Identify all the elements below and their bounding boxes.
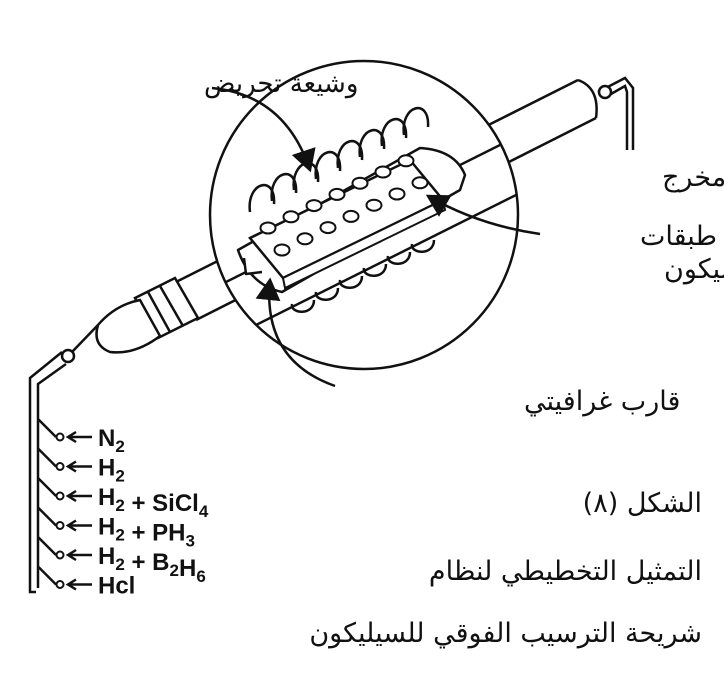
caption-line-2: شريحة الترسيب الفوقي للسيليكون xyxy=(309,618,702,649)
wafer-hole xyxy=(282,210,300,224)
gas-label: N2 xyxy=(98,425,125,456)
inlet-line xyxy=(37,418,57,438)
gas-label: H2 + B2H6 xyxy=(98,543,206,586)
inlet-arrow xyxy=(65,548,92,562)
inlet-nozzle xyxy=(55,521,65,530)
inlet-line xyxy=(37,536,57,556)
tube-flange xyxy=(71,276,200,354)
coil-turn xyxy=(270,172,298,202)
wafer-hole xyxy=(319,221,337,235)
wafer-hole xyxy=(342,209,360,223)
inlet-line xyxy=(37,447,57,468)
wafer-hole xyxy=(305,199,323,213)
leader-lines xyxy=(211,86,541,388)
coil-turn-lower xyxy=(290,299,316,313)
wafer-hole xyxy=(259,221,277,235)
inlet-arrow xyxy=(65,460,92,473)
inlet-line xyxy=(37,506,57,527)
wafer-hole xyxy=(374,165,392,179)
outlet-pipe xyxy=(597,76,635,150)
gas-label: H2 + SiCl4 xyxy=(98,484,209,521)
coil-turn xyxy=(358,128,386,158)
inlet-nozzle xyxy=(55,462,65,471)
coil-label: وشيعة تحريض xyxy=(204,69,358,99)
wafer-hole xyxy=(388,187,406,201)
wafer-hole xyxy=(296,232,314,246)
induction-coil xyxy=(248,106,436,313)
inlet-line xyxy=(37,565,57,586)
gas-label: H2 xyxy=(98,455,125,486)
wafer-hole xyxy=(411,176,429,190)
magnified-view xyxy=(208,59,520,371)
gas-manifold xyxy=(28,348,76,594)
gas-label: H2 + PH3 xyxy=(98,514,195,551)
wafer-hole xyxy=(351,176,369,190)
wafer-hole xyxy=(328,187,346,201)
inlet-nozzle xyxy=(55,550,65,560)
silicon-wafers xyxy=(248,154,447,290)
wafer-hole xyxy=(397,154,415,168)
inlet-nozzle xyxy=(55,580,65,589)
wafer-hole xyxy=(365,198,383,212)
coil-turn xyxy=(336,139,364,169)
caption-line-1: التمثيل التخطيطي لنظام xyxy=(428,556,702,587)
boat-label: قارب غرافيتي xyxy=(524,386,680,417)
gas-label: Hcl xyxy=(98,573,135,600)
coil-turn xyxy=(248,183,276,213)
wafer-hole xyxy=(273,243,291,257)
inlet-nozzle xyxy=(55,432,65,442)
inlet-arrow xyxy=(65,489,92,503)
figure-number: الشكل (٨) xyxy=(582,488,702,519)
inlet-arrow xyxy=(65,519,92,532)
coil-turn-lower xyxy=(362,263,388,277)
wafers-label-2: السيليكون xyxy=(664,254,724,285)
inlet-lines xyxy=(37,418,65,589)
coil-turn xyxy=(314,150,342,180)
coil-turn xyxy=(380,117,408,147)
coil-turn-lower xyxy=(410,239,436,253)
inlet-line xyxy=(37,477,57,497)
inlet-nozzle xyxy=(55,491,65,501)
outlet-label: مخرج xyxy=(662,162,724,193)
coil-turn-lower xyxy=(338,275,364,289)
inlet-arrow xyxy=(65,578,92,591)
coil-turn-lower xyxy=(314,287,340,301)
wafers-label-1: طبقات xyxy=(640,221,717,252)
inlet-arrow xyxy=(65,430,92,444)
coil-turn-lower xyxy=(386,251,412,265)
coil-turn xyxy=(402,106,430,136)
